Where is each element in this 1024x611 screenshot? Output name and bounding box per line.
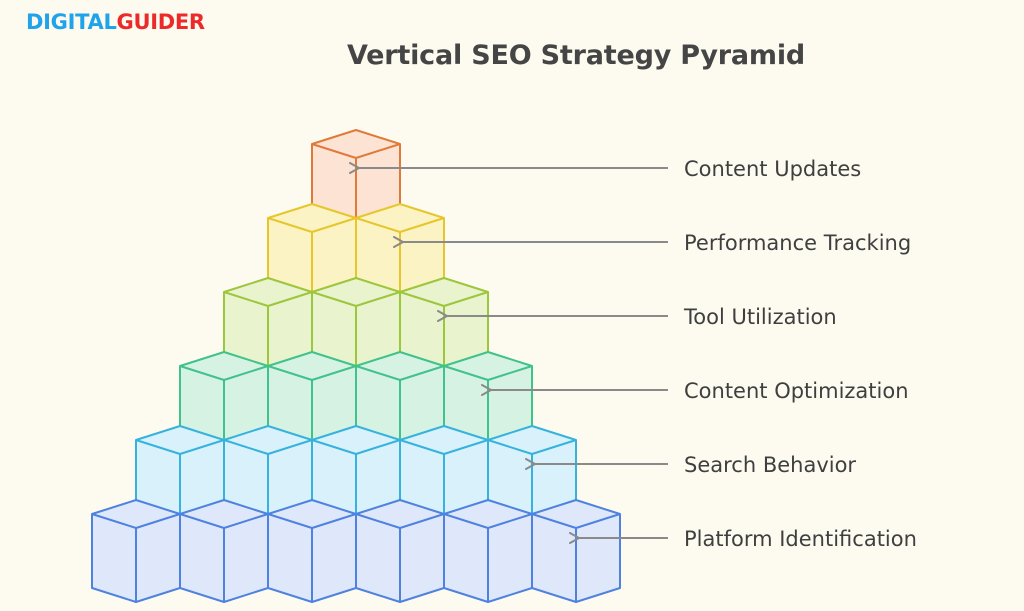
- cube: [443, 499, 533, 603]
- cube: [91, 499, 181, 603]
- diagram-title: Vertical SEO Strategy Pyramid: [346, 40, 806, 71]
- cube: [355, 499, 445, 603]
- cube: [531, 499, 621, 603]
- level-label: Platform Identification: [684, 527, 917, 551]
- level-label: Content Updates: [684, 157, 861, 181]
- level-label: Search Behavior: [684, 453, 856, 477]
- level-label: Content Optimization: [684, 379, 909, 403]
- level-label: Tool Utilization: [683, 305, 837, 329]
- brand-logo: DIGITALGUIDER: [26, 10, 205, 34]
- level-label: Performance Tracking: [684, 231, 911, 255]
- pyramid-row-5: [135, 425, 577, 529]
- cube: [179, 499, 269, 603]
- brand-logo-part2: GUIDER: [116, 10, 206, 34]
- pyramid-row-6: [91, 499, 621, 603]
- cube: [267, 499, 357, 603]
- brand-logo-part1: DIGITAL: [26, 10, 117, 34]
